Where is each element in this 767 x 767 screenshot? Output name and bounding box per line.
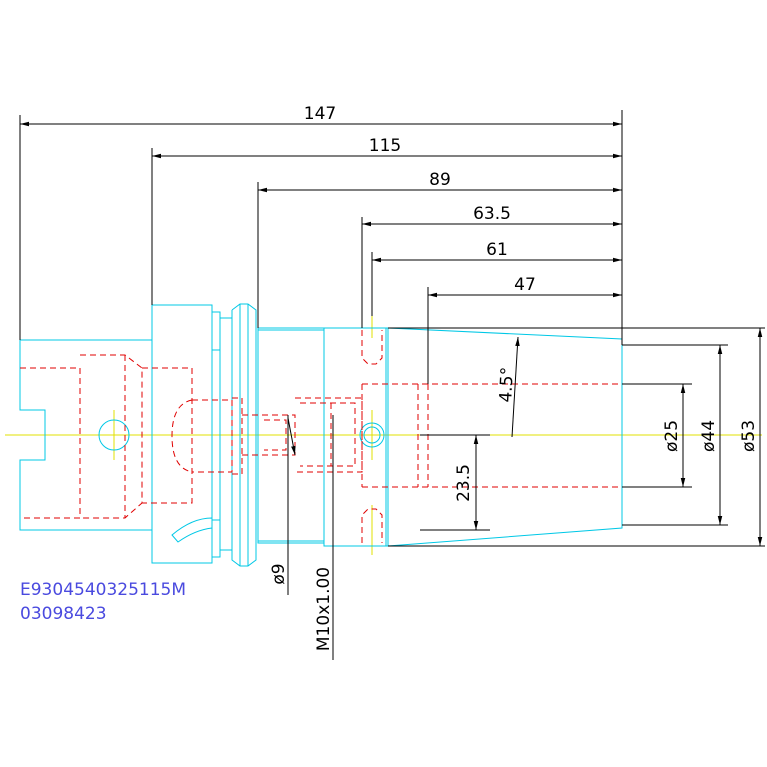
part-number: E9304540325115M <box>20 580 187 600</box>
dim-overall-length: 147 <box>304 104 336 124</box>
hidden-lines <box>20 330 622 543</box>
dim-diameter-44: ø44 <box>699 420 719 452</box>
dim-63-5: 63.5 <box>473 204 511 224</box>
dimension-lines <box>19 110 765 660</box>
dim-diameter-9: ø9 <box>269 563 289 584</box>
dim-diameter-25: ø25 <box>662 420 682 452</box>
dim-47: 47 <box>514 275 536 295</box>
dim-115: 115 <box>369 136 401 156</box>
dim-offset-23-5: 23.5 <box>454 464 474 502</box>
tool-holder-outline <box>19 303 623 567</box>
dim-89: 89 <box>429 170 451 190</box>
dim-61: 61 <box>486 240 508 260</box>
dim-thread-m10: M10x1.00 <box>314 567 334 651</box>
part-code: 03098423 <box>20 604 107 624</box>
dim-diameter-53: ø53 <box>739 420 759 452</box>
dim-taper-angle: 4.5° <box>496 366 518 403</box>
